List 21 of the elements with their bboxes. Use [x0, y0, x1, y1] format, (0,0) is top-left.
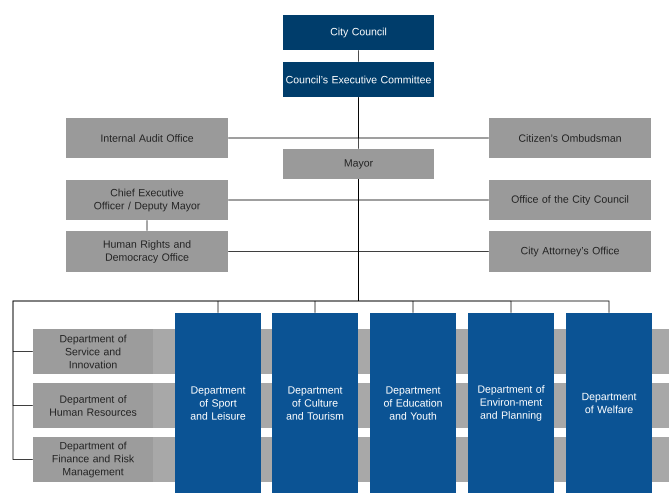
- connector-line: [358, 50, 359, 62]
- department-column: Department of Welfare: [566, 313, 652, 493]
- department-column: Department of Environ-ment and Planning: [468, 313, 554, 493]
- department-column: Department of Sport and Leisure: [175, 313, 261, 493]
- council-box: Council’s Executive Committee: [283, 62, 434, 97]
- office-box: Office of the City Council: [489, 180, 651, 220]
- office-box: Internal Audit Office: [66, 118, 228, 158]
- office-box: Chief Executive Officer / Deputy Mayor: [66, 180, 228, 220]
- office-box: City Attorney’s Office: [489, 231, 651, 272]
- department-box: Department of Finance and Risk Management: [33, 437, 153, 482]
- office-box: Human Rights and Democracy Office: [66, 231, 228, 272]
- department-column: Department of Education and Youth: [370, 313, 456, 493]
- office-box: Citizen’s Ombudsman: [489, 118, 651, 158]
- council-box: City Council: [283, 15, 434, 50]
- connector-line: [358, 178, 610, 314]
- department-box: Department of Human Resources: [33, 383, 153, 428]
- connector-line: [358, 96, 490, 138]
- department-column: Department of Culture and Tourism: [272, 313, 358, 493]
- department-box: Department of Service and Innovation: [33, 329, 153, 374]
- connector-line: [146, 220, 148, 232]
- office-box: Mayor: [283, 149, 434, 179]
